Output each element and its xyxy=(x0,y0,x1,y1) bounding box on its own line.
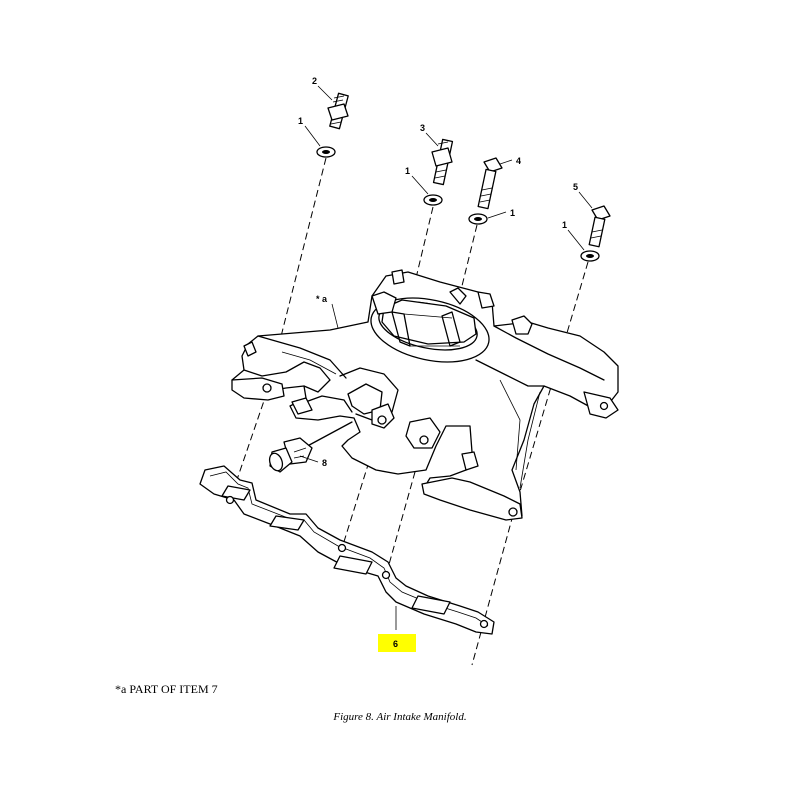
gasket-bolt-hole xyxy=(337,543,347,553)
gasket-bolt-hole xyxy=(381,570,391,580)
bolt-4 xyxy=(477,157,503,210)
fitting xyxy=(268,421,353,473)
bolt-boss xyxy=(419,435,429,445)
gasket-port xyxy=(411,595,451,615)
intake-manifold xyxy=(231,269,619,521)
callout-2: 2 xyxy=(312,76,317,86)
stud-2 xyxy=(327,92,349,130)
callout-1: 1 xyxy=(510,208,515,218)
gasket-bolt-hole xyxy=(225,495,235,505)
stud-3 xyxy=(431,138,454,186)
callout-a: * a xyxy=(316,294,328,304)
alignment-line xyxy=(229,391,268,501)
callout-1: 1 xyxy=(405,166,410,176)
washer xyxy=(423,194,443,206)
callout-5: 5 xyxy=(573,182,578,192)
alignment-line xyxy=(471,514,514,666)
leader-lines xyxy=(299,85,593,630)
gasket-bolt-hole xyxy=(479,619,489,629)
washer xyxy=(316,146,336,158)
gasket-port xyxy=(269,515,305,531)
callout-3: 3 xyxy=(420,123,425,133)
bolt-5 xyxy=(588,205,611,248)
part-note: *a PART OF ITEM 7 xyxy=(115,682,218,696)
callout-6: 6 xyxy=(393,639,398,649)
callout-highlight xyxy=(378,634,416,652)
bolt-boss xyxy=(508,507,518,517)
washer xyxy=(468,213,488,225)
bolt-boss xyxy=(377,415,387,425)
gasket-port xyxy=(333,555,373,575)
callout-8: 8 xyxy=(322,458,327,468)
callout-1: 1 xyxy=(298,116,303,126)
figure-caption: Figure 8. Air Intake Manifold. xyxy=(333,711,467,723)
callout-4: 4 xyxy=(516,156,521,166)
washer xyxy=(580,250,600,262)
gasket xyxy=(199,465,495,635)
callout-1: 1 xyxy=(562,220,567,230)
bolt-boss xyxy=(262,383,272,393)
bolt-boss xyxy=(599,401,609,411)
